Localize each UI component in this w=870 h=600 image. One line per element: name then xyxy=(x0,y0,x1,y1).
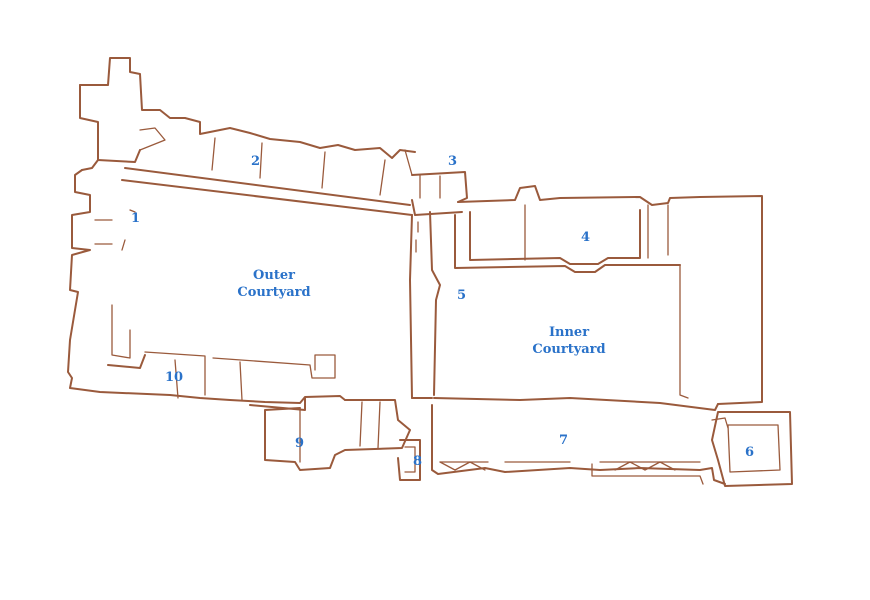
south-range-walls xyxy=(397,397,726,485)
room-number-2: 2 xyxy=(251,154,260,169)
east-range-walls xyxy=(454,185,763,405)
room-number-1: 1 xyxy=(131,211,140,226)
room-number-10: 10 xyxy=(165,370,183,385)
inner-courtyard-label-line-2: Courtyard xyxy=(532,342,605,357)
southeast-tower-walls xyxy=(711,411,793,487)
room-number-5: 5 xyxy=(457,288,466,303)
gatehouse-walls xyxy=(404,149,468,216)
north-range-walls xyxy=(79,57,416,216)
room-number-8: 8 xyxy=(413,454,422,469)
outer-courtyard-label-line-1: Outer xyxy=(253,268,295,283)
room-number-7: 7 xyxy=(559,433,568,448)
room-number-9: 9 xyxy=(295,436,304,451)
outer-courtyard-label-line-2: Courtyard xyxy=(237,285,310,300)
room-number-3: 3 xyxy=(448,154,457,169)
southwest-wing-walls xyxy=(264,399,411,471)
west-range-walls xyxy=(67,169,346,411)
room-number-4: 4 xyxy=(581,230,590,245)
inner-courtyard-label-line-1: Inner xyxy=(549,325,589,340)
middle-range-walls xyxy=(409,211,441,399)
room-number-6: 6 xyxy=(745,445,754,460)
